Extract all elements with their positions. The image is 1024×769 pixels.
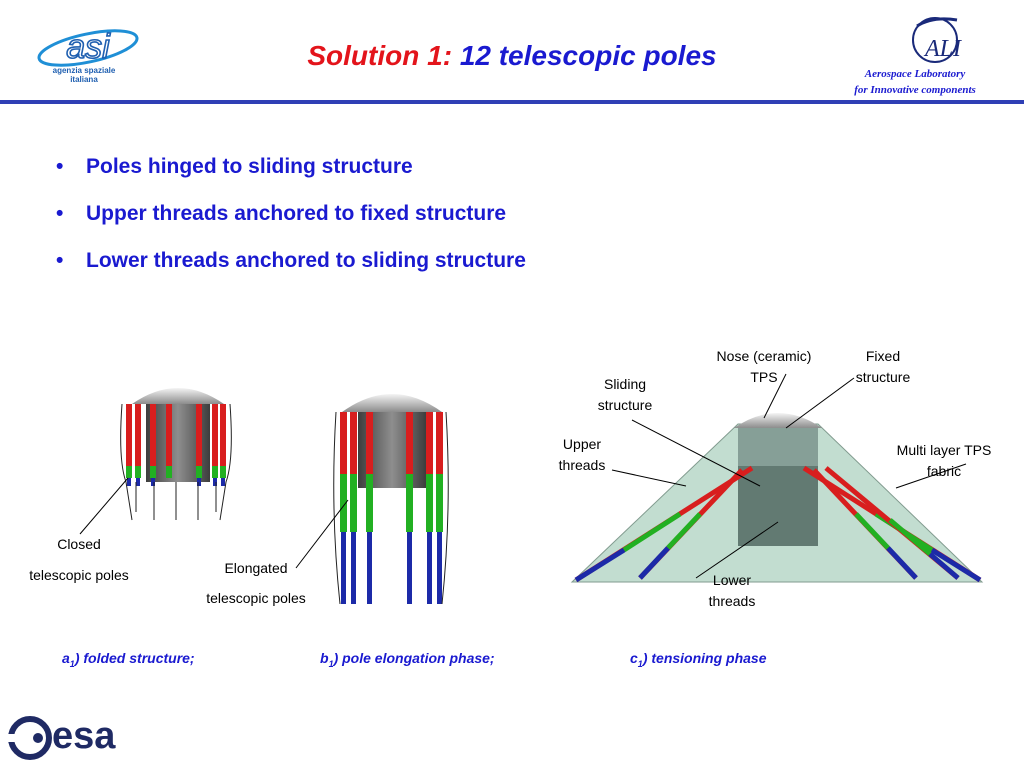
- bullet-item: • Lower threads anchored to sliding struc…: [56, 246, 526, 276]
- elongated-poles-label-line2: telescopic poles: [206, 590, 306, 606]
- upper-threads-label-line2: threads: [558, 457, 606, 473]
- bullet-item: • Upper threads anchored to fixed structu…: [56, 199, 526, 229]
- esa-logo-text: esa: [52, 715, 116, 757]
- ali-logo: ALI: [905, 14, 977, 64]
- pole-group: [126, 404, 226, 486]
- caption-a-sub: 1: [69, 658, 75, 669]
- closed-poles-label-line1: Closed: [57, 536, 101, 552]
- asi-logo-icon: asi: [37, 27, 139, 67]
- ali-logo-text: ALI: [925, 36, 961, 62]
- svg-text:asi: asi: [66, 28, 111, 66]
- multi-layer-tps-label-line2: fabric: [926, 463, 962, 479]
- nose-tps-label: Nose (ceramic) TPS: [698, 346, 830, 388]
- multi-layer-tps-label: Multi layer TPS fabric: [876, 440, 1012, 482]
- fixed-structure-label-line1: Fixed: [865, 348, 901, 364]
- caption-b-letter: b: [320, 650, 329, 666]
- caption-c-sub: 1: [637, 658, 643, 669]
- pole-group: [574, 465, 982, 583]
- ali-logo-icon: [912, 17, 958, 63]
- lower-threads-label-line1: Lower: [712, 572, 752, 588]
- esa-logo: esa: [4, 712, 134, 764]
- caption-b-sub: 1: [328, 658, 334, 669]
- bullet-dot-icon: •: [56, 249, 64, 272]
- caption-a: a1) folded structure;: [62, 650, 195, 669]
- bullet-text: Upper threads anchored to fixed structur…: [86, 202, 507, 225]
- asi-logo-line2: italiana: [70, 75, 98, 84]
- upper-threads-label-line1: Upper: [562, 436, 602, 452]
- caption-c: c1) tensioning phase: [630, 650, 767, 669]
- bullet-text: Lower threads anchored to sliding struct…: [86, 249, 526, 272]
- lower-threads-label-line2: threads: [708, 593, 756, 609]
- asi-logo-line1: agenzia spaziale: [52, 66, 116, 75]
- nose-tps-label-line1: Nose (ceramic): [716, 348, 812, 364]
- caption-b-text: ) pole elongation phase;: [333, 650, 495, 666]
- bullet-dot-icon: •: [56, 155, 64, 178]
- lab-caption: Aerospace Laboratory for Innovative comp…: [830, 66, 1000, 98]
- bullet-text: Poles hinged to sliding structure: [86, 155, 413, 178]
- closed-poles-label: Closed telescopic poles: [8, 534, 150, 586]
- asi-logo: asi agenzia spaziale italiana: [30, 20, 140, 90]
- sliding-structure-label-line1: Sliding: [603, 376, 647, 392]
- caption-b: b1) pole elongation phase;: [320, 650, 495, 669]
- page-title: Solution 1: 12 telescopic poles: [0, 40, 1024, 72]
- esa-logo-icon: [4, 716, 52, 760]
- figure-c-tensioning-phase: [570, 373, 984, 583]
- bullet-dot-icon: •: [56, 202, 64, 225]
- header-rule: [0, 100, 1024, 104]
- sliding-structure-label: Sliding structure: [578, 374, 672, 416]
- sliding-structure-label-line2: structure: [597, 397, 653, 413]
- caption-c-letter: c: [630, 650, 638, 666]
- elongated-poles-label-line1: Elongated: [224, 560, 288, 576]
- figure-a-closed-structure: [79, 388, 232, 535]
- multi-layer-tps-label-line1: Multi layer TPS: [896, 442, 992, 458]
- lower-threads-label: Lower threads: [690, 570, 774, 612]
- elongated-poles-label: Elongated telescopic poles: [186, 558, 326, 609]
- closed-poles-label-line2: telescopic poles: [29, 567, 129, 583]
- caption-a-text: ) folded structure;: [74, 650, 195, 666]
- upper-threads-label: Upper threads: [540, 434, 624, 476]
- caption-c-text: ) tensioning phase: [642, 650, 767, 666]
- title-blue-part: 12 telescopic poles: [459, 40, 717, 71]
- nose-tps-label-line2: TPS: [750, 369, 778, 385]
- fixed-structure-label-line2: structure: [855, 369, 911, 385]
- fixed-structure-label: Fixed structure: [836, 346, 930, 388]
- lab-caption-line1: Aerospace Laboratory: [864, 68, 966, 80]
- lab-caption-line2: for Innovative components: [854, 84, 976, 96]
- title-red-part: Solution 1:: [307, 40, 453, 71]
- pole-group: [340, 412, 443, 604]
- bullet-list: • Poles hinged to sliding structure • Uppe…: [56, 152, 526, 293]
- caption-a-letter: a: [62, 650, 70, 666]
- bullet-item: • Poles hinged to sliding structure: [56, 152, 526, 182]
- figure-b-elongation-phase: [295, 394, 449, 605]
